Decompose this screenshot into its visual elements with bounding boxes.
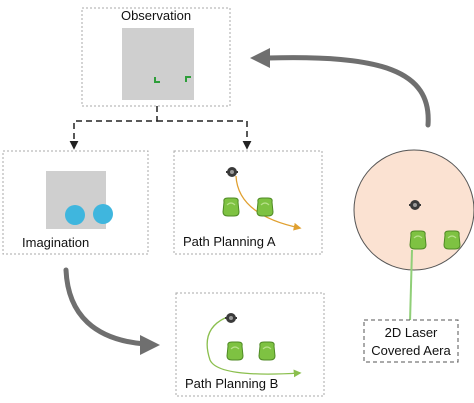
observation-label: Observation [121, 8, 191, 23]
obstacle-icon [256, 197, 274, 217]
laser-area-group [353, 149, 474, 323]
laser-callout-box [363, 319, 459, 363]
big-arrow-to-observation-head [250, 48, 270, 68]
dashed-arrow-to-imagination [69, 106, 158, 150]
observed-marker-left [154, 77, 160, 83]
path-planning-b-panel: Path Planning B [175, 292, 325, 397]
obstacle-icon [258, 341, 276, 361]
obstacle-icon [409, 230, 427, 250]
imagination-blob-right [93, 204, 113, 224]
dashed-connector [69, 106, 252, 150]
path-planning-b-box [175, 292, 325, 397]
observed-marker-right [185, 76, 191, 82]
callout-line [409, 249, 413, 323]
laser-covered-area [353, 149, 474, 271]
imagination-label: Imagination [22, 235, 89, 250]
obstacle-icon [443, 230, 461, 250]
planned-path-a [235, 175, 302, 231]
imagination-panel: Imagination [2, 150, 149, 255]
laser-label-line2: Covered Aera [371, 343, 451, 358]
big-arrow-to-path-planning-b [63, 267, 148, 347]
imagination-box [2, 150, 149, 255]
big-arrow-to-observation [265, 55, 431, 128]
dashed-arrow-to-path-planning-a [157, 120, 252, 150]
obstacle-icon [222, 197, 240, 217]
obstacle-icon [226, 341, 244, 361]
path-planning-b-label: Path Planning B [185, 376, 278, 391]
path-planning-a-panel: Path Planning A [173, 150, 323, 255]
imagination-blob-left [65, 205, 85, 225]
path-planning-a-box [173, 150, 323, 255]
planned-path-b [206, 317, 302, 378]
laser-label-line1: 2D Laser [385, 325, 438, 340]
big-arrow-to-path-planning-b-head [140, 335, 160, 355]
laser-callout: 2D Laser Covered Aera [363, 319, 459, 363]
observation-map [122, 28, 194, 100]
observation-panel: Observation [81, 7, 231, 107]
path-planning-a-label: Path Planning A [183, 234, 276, 249]
